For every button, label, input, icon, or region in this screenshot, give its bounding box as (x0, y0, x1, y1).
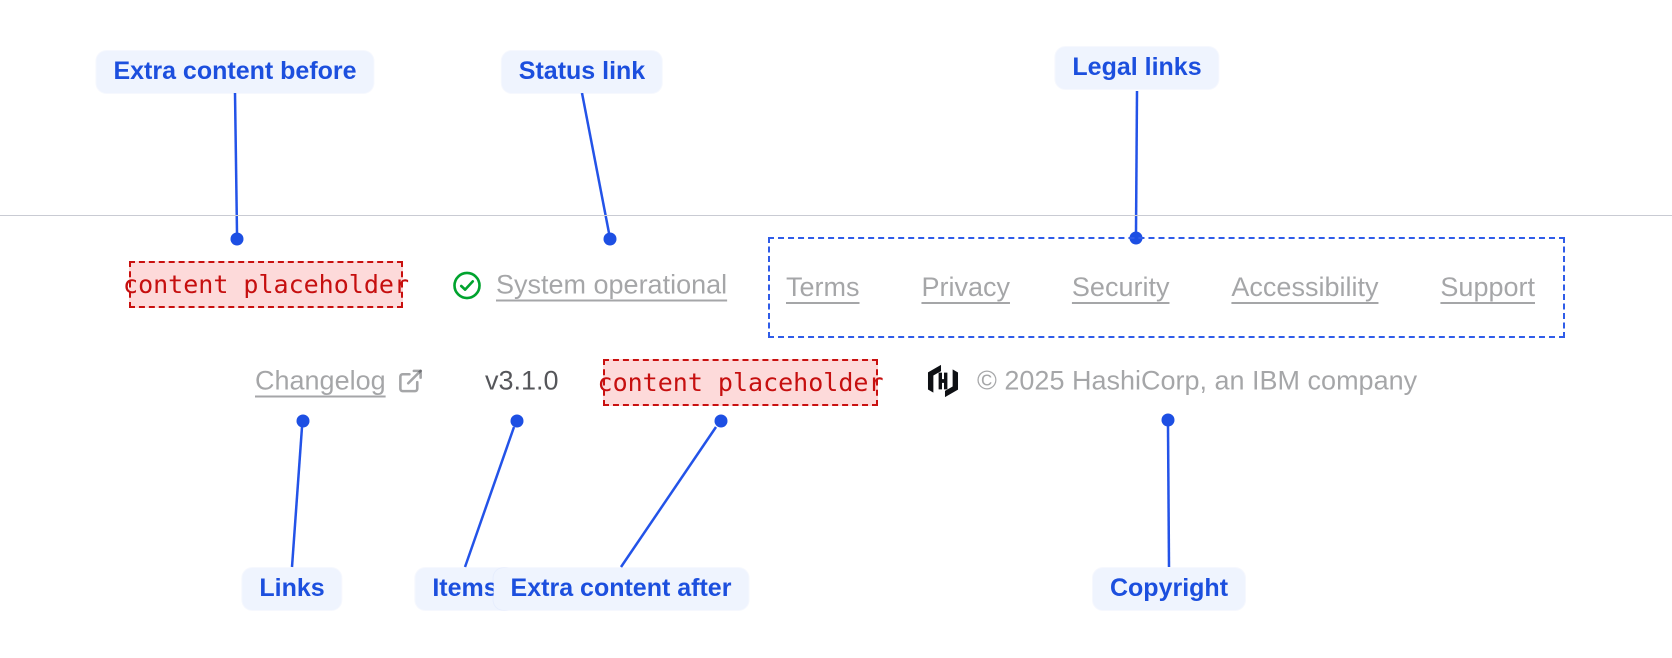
status-link[interactable]: System operational (452, 270, 727, 301)
status-link-label: System operational (496, 269, 728, 300)
changelog-link[interactable]: Changelog (255, 366, 424, 397)
annotation-extra-content-after: Extra content after (493, 568, 749, 610)
legal-links-region: Terms Privacy Security Accessibility Sup… (768, 237, 1565, 338)
legal-link-accessibility[interactable]: Accessibility (1231, 272, 1379, 302)
changelog-link-label: Changelog (255, 365, 386, 396)
legal-link-terms[interactable]: Terms (786, 272, 860, 302)
annotation-extra-content-before: Extra content before (96, 51, 374, 93)
annotation-legal-links: Legal links (1055, 47, 1219, 89)
copyright-text: © 2025 HashiCorp, an IBM company (977, 365, 1418, 396)
extra-content-before-placeholder: content placeholder (123, 261, 409, 308)
annotation-links: Links (242, 568, 342, 610)
footer-top-divider (0, 215, 1672, 216)
annotation-status-link: Status link (501, 51, 663, 93)
hashicorp-logo-icon (926, 363, 960, 399)
annotation-copyright: Copyright (1092, 568, 1246, 610)
legal-link-security[interactable]: Security (1071, 272, 1170, 302)
legal-link-privacy[interactable]: Privacy (921, 272, 1010, 302)
extra-content-after-placeholder: content placeholder (598, 359, 884, 406)
external-link-icon (397, 368, 424, 395)
legal-link-support[interactable]: Support (1440, 272, 1535, 302)
check-circle-icon (452, 270, 482, 300)
version-item: v3.1.0 (485, 365, 559, 396)
